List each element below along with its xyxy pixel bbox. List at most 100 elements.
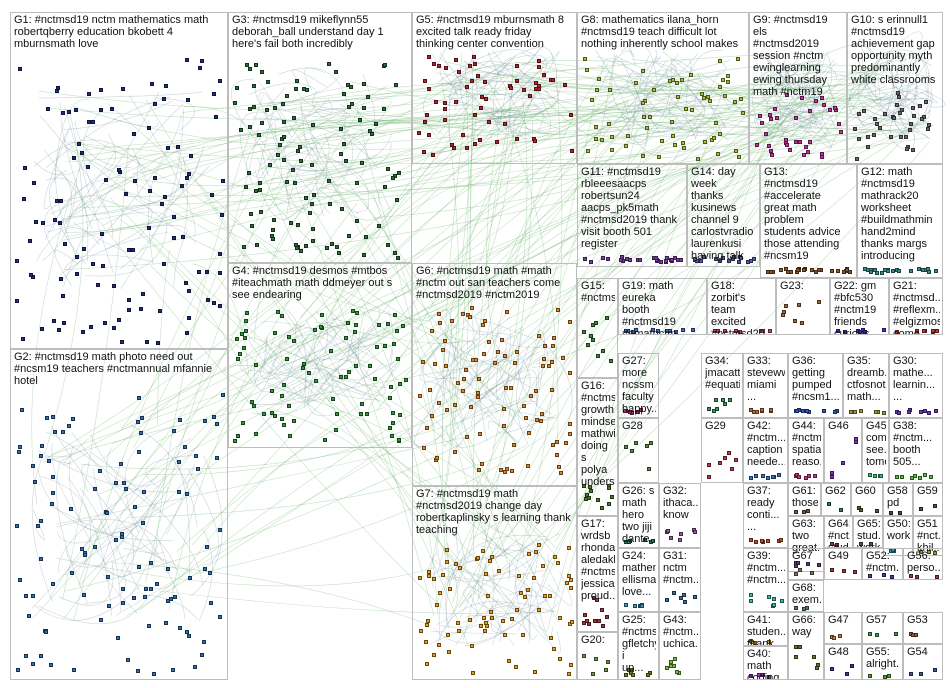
group-g60[interactable]: G60 [851, 483, 883, 516]
group-g6[interactable]: G6: #nctmsd19 math #math #nctm out san t… [412, 263, 577, 486]
group-g46[interactable]: G46 [824, 418, 862, 483]
group-g59[interactable]: G59 [913, 483, 943, 516]
vertex-node [502, 407, 506, 411]
group-label: G28 [622, 420, 656, 432]
vertex-node [218, 79, 222, 83]
group-g24[interactable]: G24: mathema... ellismath... love... [618, 548, 659, 612]
group-g53[interactable]: G53 [903, 612, 943, 644]
vertex-node [464, 368, 468, 372]
vertex-node [830, 568, 834, 572]
group-g39[interactable]: G39: #nctm... #nctm... [743, 548, 788, 612]
vertex-node [93, 487, 97, 491]
vertex-node [515, 79, 519, 83]
group-g67[interactable]: G67 [788, 548, 824, 580]
vertex-node [482, 616, 486, 620]
group-g58[interactable]: G58 pd [883, 483, 913, 516]
group-g47[interactable]: G47 [824, 612, 862, 644]
group-g2[interactable]: G2: #nctmsd19 math photo need out #ncsm1… [10, 349, 228, 680]
vertex-node [839, 508, 843, 512]
group-g25[interactable]: G25: #nctmsd... gfletchy i up... [618, 612, 659, 680]
vertex-node [29, 273, 33, 277]
group-g27[interactable]: G27: more ncssm faculty happy... [618, 353, 659, 418]
group-g35[interactable]: G35: dreamb... ctfosnot math... [843, 353, 889, 418]
vertex-node [203, 419, 207, 423]
vertex-node [149, 587, 153, 591]
vertex-node [680, 78, 684, 82]
group-g40[interactable]: G40: math coding... [743, 646, 788, 680]
group-g48[interactable]: G48 [824, 644, 862, 680]
group-g12[interactable]: G12: math #nctmsd19 mathrack20 worksheet… [857, 164, 943, 278]
vertex-node [22, 197, 26, 201]
vertex-node [556, 561, 560, 565]
vertex-node [444, 66, 448, 70]
group-g17[interactable]: G17: wrdsb rhondahew... aledaklass... #n… [577, 516, 618, 632]
group-g41[interactable]: G41: studen... thank [743, 612, 788, 646]
group-g5[interactable]: G5: #nctmsd19 mburnsmath 8 excited talk … [412, 12, 577, 164]
vertex-node [452, 146, 456, 150]
group-g64[interactable]: G64: #nct... stud... [824, 516, 853, 548]
group-g45[interactable]: G45: come see... tomor... [862, 418, 889, 483]
group-g31[interactable]: G31: nctm #nctm... [659, 548, 701, 612]
vertex-node [391, 421, 395, 425]
vertex-node [533, 670, 537, 674]
group-g15[interactable]: G15: #nctmsd19 [577, 278, 618, 378]
group-g62[interactable]: G62 [821, 483, 851, 516]
group-g68[interactable]: G68: exem... [788, 580, 824, 612]
group-g61[interactable]: G61: those [788, 483, 821, 516]
vertex-node [438, 321, 442, 325]
group-g14[interactable]: G14: day week thanks kusinews channel 9 … [687, 164, 760, 267]
group-label: G59 [917, 485, 940, 497]
vertex-node [908, 128, 912, 132]
vertex-node [212, 301, 216, 305]
vertex-node [933, 668, 937, 672]
group-g65[interactable]: G65: stud... work [853, 516, 883, 548]
group-g20[interactable]: G20: [577, 632, 618, 680]
vertex-node [61, 430, 65, 434]
group-g30[interactable]: G30: mathe... learnin... ... [889, 353, 943, 418]
vertex-node [173, 595, 177, 599]
group-g18[interactable]: G18: zorbit's team excited #nctmsd20... [707, 278, 776, 335]
group-g29[interactable]: G29 [701, 418, 743, 483]
group-g33[interactable]: G33: steveww... miami ... [743, 353, 788, 418]
vertex-node [607, 122, 611, 126]
vertex-node [529, 394, 533, 398]
group-g16[interactable]: G16: #nctmsd19 growth mindset mathwithm.… [577, 378, 618, 516]
group-g8[interactable]: G8: mathematics ilana_horn #nctmsd19 tea… [577, 12, 749, 164]
group-g10[interactable]: G10: s erinnull1 #nctmsd19 achievement g… [847, 12, 943, 164]
vertex-node [927, 411, 931, 415]
group-g13[interactable]: G13: #nctmsd19 #accelerate great math pr… [760, 164, 857, 278]
group-g1[interactable]: G1: #nctmsd19 nctm mathematics math robe… [10, 12, 228, 349]
group-g4[interactable]: G4: #nctmsd19 desmos #mtbos #iteachmath … [228, 263, 412, 448]
group-g9[interactable]: G9: #nctmsd19 els #nctmsd2019 session #n… [749, 12, 847, 164]
group-g23[interactable]: G23: [776, 278, 830, 335]
vertex-node [425, 662, 429, 666]
vertex-node [194, 454, 198, 458]
vertex-node [260, 121, 264, 125]
group-g36[interactable]: G36: getting pumped #ncsm1... [788, 353, 843, 418]
group-g38[interactable]: G38: #nctm... booth 505... [889, 418, 943, 483]
group-g3[interactable]: G3: #nctmsd19 mikeflynn55 deborah_ball u… [228, 12, 412, 263]
group-g32[interactable]: G32: ithaca... know [659, 483, 701, 548]
group-g28[interactable]: G28 [618, 418, 659, 483]
group-g43[interactable]: G43: #nctm... uchica... [659, 612, 701, 680]
group-g44[interactable]: G44: #nctm... spatial reaso... [788, 418, 824, 483]
group-g56[interactable]: G56: perso... [903, 548, 943, 580]
group-g42[interactable]: G42: #nctm... caption neede... [743, 418, 788, 483]
group-g26[interactable]: G26: s math hero two jiji dante... [618, 483, 659, 548]
group-g66[interactable]: G66: way [788, 612, 824, 680]
group-g54[interactable]: G54 [903, 644, 943, 680]
group-g52[interactable]: G52: #nctm... [862, 548, 903, 580]
group-g7[interactable]: G7: #nctmsd19 math #nctmsd2019 change da… [412, 486, 577, 680]
vertex-node [468, 64, 472, 68]
group-g21[interactable]: G21: #nctmsd... #reflexm... #elgizmos co… [889, 278, 943, 335]
group-g22[interactable]: G22: gm #bfc530 #nctm19 friends curious.… [830, 278, 889, 335]
vertex-node [652, 88, 656, 92]
group-g11[interactable]: G11: #nctmsd19 rbleeesaacps robertsun24 … [577, 164, 687, 267]
group-g34[interactable]: G34: jmacatt... #equati... [701, 353, 743, 418]
vertex-node [425, 113, 429, 117]
group-g49[interactable]: G49 [824, 548, 862, 580]
group-g57[interactable]: G57 [862, 612, 903, 644]
group-g37[interactable]: G37: ready conti... ... [743, 483, 788, 548]
group-g55[interactable]: G55: alright... [862, 644, 903, 680]
group-g19[interactable]: G19: math eureka booth #nctmsd19 #ematnc… [618, 278, 707, 335]
